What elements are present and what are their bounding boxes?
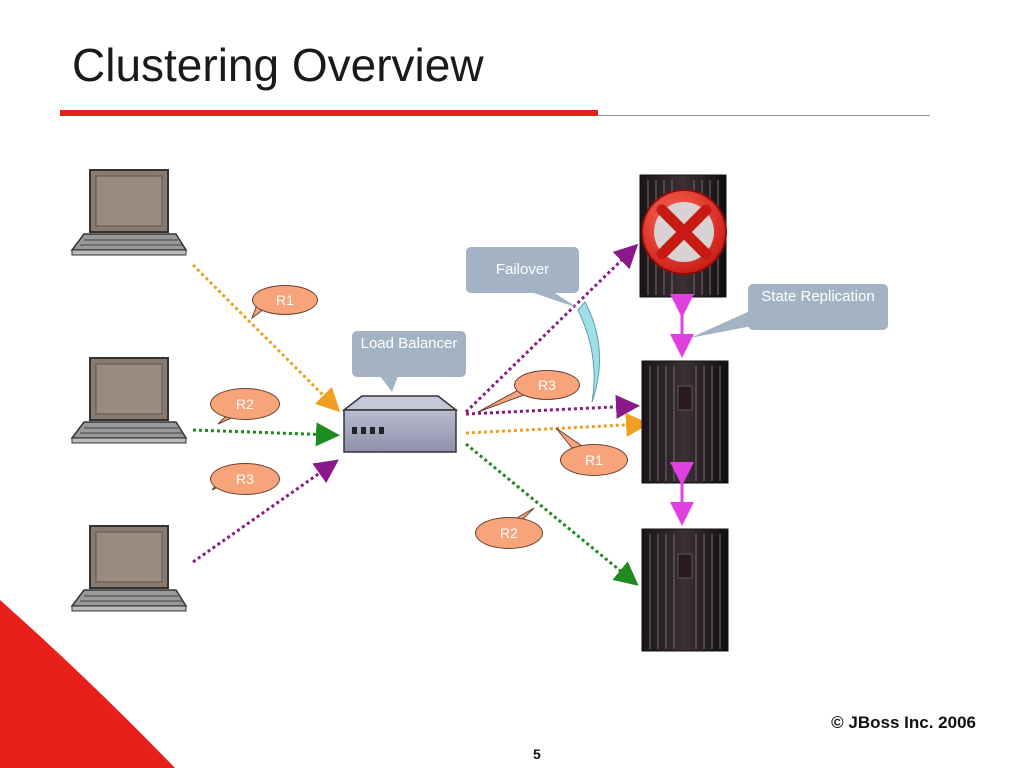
failed-x-icon bbox=[641, 189, 727, 275]
server-rack-2 bbox=[641, 360, 729, 484]
client-laptop-1 bbox=[70, 169, 188, 256]
copyright-footer: © JBoss Inc. 2006 bbox=[831, 713, 976, 732]
tag-r1-client: R1 bbox=[252, 285, 318, 315]
failover-callout-pointer bbox=[525, 290, 578, 308]
title-underline-red bbox=[60, 110, 598, 116]
tag-r3-server: R3 bbox=[514, 370, 580, 400]
client-laptop-3 bbox=[70, 525, 188, 612]
load-balancer-callout-pointer bbox=[380, 376, 398, 392]
server-rack-3 bbox=[641, 528, 729, 652]
failover-callout: Failover bbox=[466, 247, 579, 293]
failover-curve-arrow bbox=[577, 301, 600, 403]
arrow-r2-lb-to-server-3 bbox=[465, 442, 639, 586]
load-balancer-callout: Load Balancer bbox=[352, 331, 466, 377]
tag-r3-client: R3 bbox=[210, 463, 280, 495]
page-number: 5 bbox=[533, 746, 541, 762]
arrow-r3-client-to-lb bbox=[192, 459, 339, 564]
arrow-r1-client-to-lb bbox=[191, 263, 341, 413]
state-replication-callout: State Replication bbox=[748, 284, 888, 330]
client-laptop-2 bbox=[70, 357, 188, 444]
load-balancer-icon bbox=[341, 395, 459, 453]
arrow-r2-client-to-lb bbox=[192, 422, 340, 447]
title-underline-gray bbox=[598, 115, 930, 116]
tag-r2-client: R2 bbox=[210, 388, 280, 420]
corner-decoration bbox=[0, 600, 175, 768]
arrow-r1-lb-to-server-2 bbox=[465, 412, 650, 437]
page-title: Clustering Overview bbox=[72, 39, 484, 91]
arrow-r3-lb-to-server-2 bbox=[465, 394, 640, 419]
tag-r2-server: R2 bbox=[475, 517, 543, 549]
tag-r1-server: R1 bbox=[560, 444, 628, 476]
state-replication-callout-pointer bbox=[690, 310, 752, 338]
